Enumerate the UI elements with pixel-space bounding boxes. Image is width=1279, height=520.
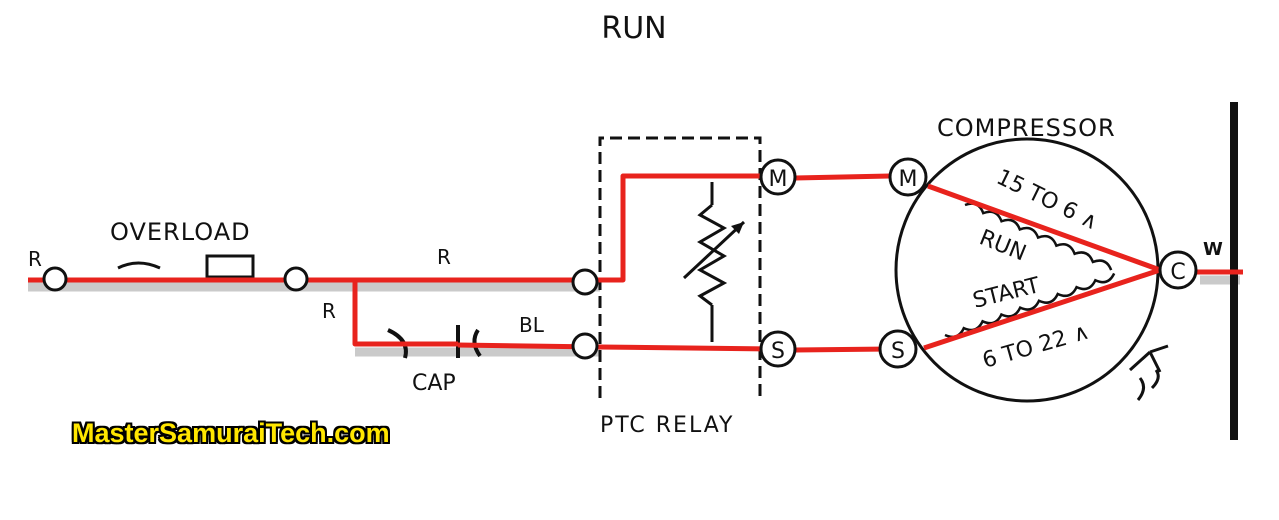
label-compressor: COMPRESSOR (937, 114, 1116, 142)
label-r-branch: R (322, 299, 336, 323)
terminals (42, 157, 1198, 369)
run-winding-coil (964, 202, 1113, 271)
label-cap: CAP (412, 371, 456, 396)
terminal-left-r (42, 266, 68, 292)
ptc-relay-box (598, 136, 762, 398)
label-start-ohms: 6 TO 22 ∧ (980, 319, 1092, 373)
label-r-left: R (28, 247, 42, 271)
base-wiring (72, 175, 890, 359)
terminal-comp-m (888, 157, 928, 197)
ground-symbol (1128, 344, 1169, 401)
label-bl: BL (519, 313, 545, 337)
label-r-top: R (437, 245, 451, 269)
comp-m-label: M (899, 167, 918, 192)
watermark: MasterSamuraiTech.com (72, 418, 390, 448)
label-overload: OVERLOAD (110, 218, 251, 246)
terminal-comp-c (1158, 250, 1198, 290)
label-ptc-relay: PTC RELAY (600, 413, 735, 438)
comp-c-label: C (1170, 260, 1185, 285)
comp-s-label: S (891, 339, 905, 364)
terminal-overload-right (283, 266, 309, 292)
label-run-winding: RUN (976, 225, 1030, 266)
label-w: W (1203, 239, 1223, 260)
diagram-title: RUN (601, 11, 666, 46)
relay-s-label: S (771, 339, 785, 364)
terminal-relay-bl (571, 332, 599, 360)
active-circuit (28, 173, 1243, 353)
terminal-relay-r (571, 268, 599, 296)
label-run-ohms: 15 TO 6 ∧ (992, 165, 1102, 236)
terminal-comp-s (878, 329, 918, 369)
terminal-relay-m (759, 158, 797, 196)
terminal-relay-s (759, 330, 797, 368)
relay-m-label: M (769, 167, 788, 192)
